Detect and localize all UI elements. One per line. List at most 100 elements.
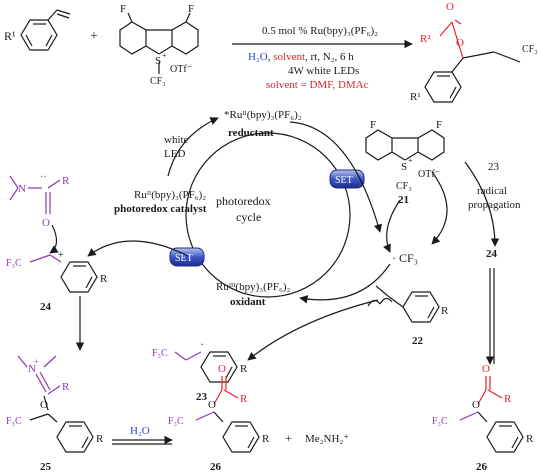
radical23-dot: · xyxy=(200,337,204,351)
product-26-right: O O R F₃C R 26 xyxy=(432,363,534,473)
iminium-o: O xyxy=(40,399,48,411)
solvent-note: solvent = DMF, DMAc xyxy=(266,79,369,91)
oxidant-label: oxidant xyxy=(230,296,266,308)
fluoro-label-b: F xyxy=(188,3,194,15)
photoredox-catalyst-label: photoredox catalyst xyxy=(114,203,207,215)
rp26-o-ester: O xyxy=(472,399,480,411)
styrene-reactant: R¹ xyxy=(4,9,71,51)
compound-21-number: 21 xyxy=(398,194,409,206)
styrene-22: R 22 xyxy=(367,285,449,347)
cation24-cf3: F₃C xyxy=(6,258,22,269)
fluoro-label-a: F xyxy=(120,3,126,15)
attack-arrow xyxy=(49,224,59,254)
water-label: H₂O xyxy=(130,425,150,437)
p26-o-ester: O xyxy=(208,399,216,411)
rp26-o-carbonyl: O xyxy=(482,363,490,375)
light-condition: 4W white LEDs xyxy=(288,65,359,77)
cation-24: F₃C + R 24 xyxy=(6,250,108,313)
rp26-ring-r: R xyxy=(526,433,534,445)
product-26-center: O O R F₃C R 26 xyxy=(168,363,270,473)
styrene22-r-label: R xyxy=(441,305,449,317)
reductant-to-cf3-arrow xyxy=(289,121,382,233)
r2-label: R² xyxy=(420,33,431,45)
ground-ru-label: Ruᴵᴵ(bpy)₃(PF₆)₂ xyxy=(134,189,206,201)
dmf-n-label: N xyxy=(18,183,26,195)
set-label-upper: SET xyxy=(335,175,353,186)
dimethylammonium-label: Me₂NH₂⁺ xyxy=(305,433,349,445)
conditions-line: H₂O, solvent, rt, N₂, 6 h xyxy=(248,51,354,63)
rp26-r: R xyxy=(504,393,512,405)
set-badge-upper: SET xyxy=(329,169,365,189)
photoredox-label: photoredox xyxy=(216,194,271,208)
compound-23-ref: 23 xyxy=(488,161,500,173)
radical23-cf3: F₃C xyxy=(152,348,168,359)
radical-addition-arrow xyxy=(247,299,379,361)
sulfur-charge: + xyxy=(162,51,167,60)
iminium-plus: + xyxy=(34,357,39,366)
reagent21-s: S xyxy=(401,161,407,173)
dmf-o-label: O xyxy=(42,217,50,229)
compound-25-number: 25 xyxy=(40,461,52,473)
triflate-label: OTf⁻ xyxy=(170,64,192,75)
p26-o-carbonyl: O xyxy=(218,363,226,375)
led-label: LED xyxy=(164,148,185,160)
plus-sign: + xyxy=(90,29,98,44)
reagent-21: F F S + CF₃ OTf⁻ 21 xyxy=(365,119,445,206)
cf3-label: CF₃ xyxy=(150,76,166,87)
set-badge-lower: SET xyxy=(169,247,205,267)
p26-cf3: F₃C xyxy=(168,416,184,427)
p26-ring-r: R xyxy=(262,433,270,445)
dmf-r-label: R xyxy=(62,175,70,187)
cf3-radical-label: · CF₃ xyxy=(392,251,418,265)
cycle-label: cycle xyxy=(236,210,261,224)
r1-substituent-label: R¹ xyxy=(4,29,16,43)
catalyst-condition: 0.5 mol % Ru(bpy)₃(PF₆)₂ xyxy=(262,25,378,37)
iminium-ring-r: R xyxy=(96,433,104,445)
iminium-25: N + R O F₃C R 25 xyxy=(6,355,104,473)
set-label-lower: SET xyxy=(175,253,193,264)
sulfonium-reagent: F F S + CF₃ OTf⁻ xyxy=(119,3,199,87)
ester-o-label: O xyxy=(456,37,464,49)
reagent21-f-b: F xyxy=(436,119,442,131)
reductant-label: reductant xyxy=(228,127,274,139)
compound-24-number: 24 xyxy=(40,301,52,313)
radical-label: radical xyxy=(477,185,507,197)
top-product: O O R² CF₃ R¹ xyxy=(410,1,538,103)
iminium-n: N xyxy=(28,363,36,375)
compound-26-number: 26 xyxy=(210,461,222,473)
reagent21-otf: OTf⁻ xyxy=(418,169,440,180)
cation24-plus: + xyxy=(58,250,64,261)
light-excitation-arrow xyxy=(167,117,219,177)
photoredox-cycle-ring xyxy=(185,132,351,298)
oxidant-arrow xyxy=(299,263,391,304)
compound-22-number: 22 xyxy=(412,335,424,347)
reagent21-f-a: F xyxy=(370,119,376,131)
compound-24-ref: 24 xyxy=(486,248,498,260)
product-r1-label: R¹ xyxy=(410,91,421,103)
compound-26-right-number: 26 xyxy=(476,461,488,473)
carbonyl-o-label: O xyxy=(446,1,454,13)
white-label: white xyxy=(164,134,189,146)
plus-byproduct: + xyxy=(285,431,292,445)
reagent21-cf3: CF₃ xyxy=(396,181,412,192)
propagation-label: propagation xyxy=(468,199,521,211)
reagent21-charge: + xyxy=(408,156,413,165)
sulfur-label: S xyxy=(155,55,161,67)
dmf-fragment: N ·· R O xyxy=(9,172,70,229)
excited-ru-label: *Ruᴵᴵ(bpy)₃(PF₆)₂ xyxy=(224,109,302,121)
iminium-cf3: F₃C xyxy=(6,416,22,427)
cation24-r: R xyxy=(100,273,108,285)
iminium-r: R xyxy=(62,381,70,393)
compound-23-number: 23 xyxy=(196,391,208,403)
rp26-cf3: F₃C xyxy=(432,416,448,427)
dmf-dot: ·· xyxy=(40,172,47,183)
product-cf3-label: CF₃ xyxy=(522,44,538,55)
propagation-out-arrow xyxy=(464,161,500,247)
oxidation-to-cation-arrow xyxy=(87,240,189,257)
oxidized-ru-label: Ruᴵᴵᴵ(bpy)₃(PF₆)₂ xyxy=(216,281,290,293)
radical-23: F₃C · R 23 xyxy=(152,337,248,403)
reagent-to-radical-arrow xyxy=(383,199,401,253)
radical23-r: R xyxy=(240,363,248,375)
